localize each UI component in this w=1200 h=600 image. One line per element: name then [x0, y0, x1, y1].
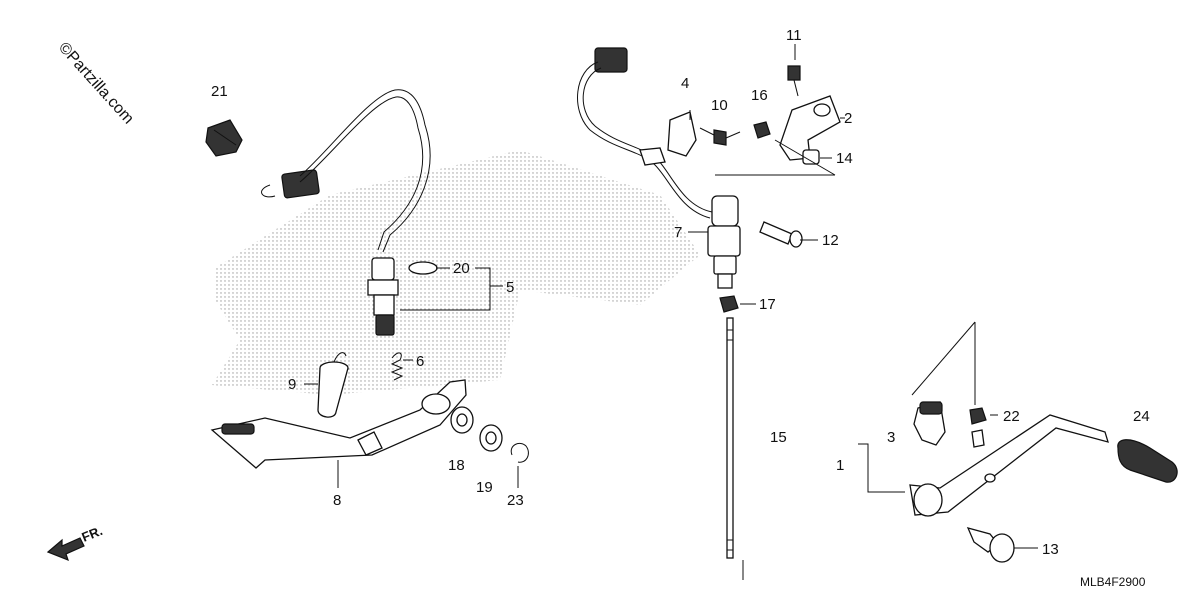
part-13-bolt [966, 527, 1015, 563]
part-8-brake-pedal [210, 379, 467, 469]
part-7-switch [707, 195, 741, 289]
callout-11: 11 [786, 27, 802, 44]
callout-4: 4 [681, 75, 689, 92]
part-14-collar [802, 149, 820, 165]
part-23-clip [510, 442, 529, 463]
part-21-clamp [205, 119, 243, 157]
leaders-left [304, 267, 519, 488]
part-12-bolt [759, 221, 803, 248]
callout-1: 1 [836, 457, 844, 474]
callout-23: 23 [507, 492, 524, 509]
part-9-pivot [317, 352, 349, 418]
callout-3: 3 [887, 429, 895, 446]
part-6-spring [390, 352, 404, 381]
watermark: ©Partzilla.com [55, 39, 137, 127]
brake-switch-body [367, 257, 399, 336]
part-15-rod [726, 317, 734, 559]
callout-10: 10 [711, 97, 728, 114]
part-17-nut [719, 295, 739, 313]
part-10-bolt [699, 127, 727, 146]
front-arrow-icon [46, 537, 85, 562]
shift-sensor-wire [577, 47, 713, 219]
callout-19: 19 [476, 479, 493, 496]
part-16-nut [753, 121, 771, 139]
part-11-bolt [787, 65, 801, 97]
callout-6: 6 [416, 353, 424, 370]
callout-5: 5 [506, 279, 514, 296]
part-1-shift-pedal [909, 414, 1109, 517]
part-18-washer [450, 406, 474, 434]
leaders-center [688, 44, 845, 580]
frame-shading [212, 150, 700, 395]
callout-18: 18 [448, 457, 465, 474]
callout-24: 24 [1133, 408, 1150, 425]
part-3-joint [913, 401, 946, 446]
leaders-right [858, 321, 1038, 549]
callout-13: 13 [1042, 541, 1059, 558]
part-2-arm [779, 95, 841, 161]
brake-switch-wire [261, 89, 431, 253]
front-direction-label: FR. [80, 523, 105, 545]
part-19-washer [479, 424, 503, 452]
callout-9: 9 [288, 376, 296, 393]
part-24-rubber [1117, 439, 1178, 483]
callout-20: 20 [453, 260, 470, 277]
callout-2: 2 [844, 110, 852, 127]
callout-12: 12 [822, 232, 839, 249]
part-22-nut [969, 407, 987, 425]
diagram-code: MLB4F2900 [1080, 575, 1146, 589]
callout-14: 14 [836, 150, 853, 167]
part-20-clip [408, 261, 438, 275]
callout-22: 22 [1003, 408, 1020, 425]
callout-21: 21 [211, 83, 228, 100]
callout-17: 17 [759, 296, 776, 313]
callout-8: 8 [333, 492, 341, 509]
callout-16: 16 [751, 87, 768, 104]
callout-15: 15 [770, 429, 787, 446]
callout-7: 7 [674, 224, 682, 241]
part-4-bracket [667, 111, 697, 157]
